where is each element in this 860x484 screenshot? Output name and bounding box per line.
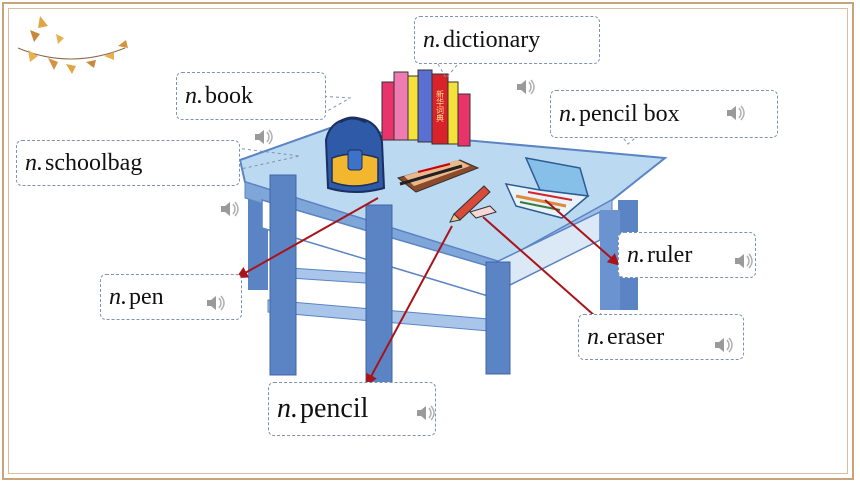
- speaker-icon-dictionary[interactable]: [514, 76, 536, 98]
- word-card-pencil[interactable]: n. pencil: [268, 382, 436, 436]
- part-of-speech: n.: [423, 27, 441, 53]
- speaker-icon-eraser[interactable]: [712, 334, 734, 356]
- word-text: schoolbag: [45, 150, 143, 176]
- word-text: dictionary: [443, 27, 541, 53]
- part-of-speech: n.: [587, 324, 605, 350]
- word-card-ruler[interactable]: n. ruler: [618, 232, 756, 278]
- dictionary-spine-text: 新华词典: [436, 89, 445, 123]
- speaker-icon-pen[interactable]: [204, 292, 226, 314]
- pen-case: [396, 159, 480, 193]
- part-of-speech: n.: [185, 83, 203, 109]
- pointer-arrows: [235, 197, 620, 387]
- bunting-decoration: [17, 16, 128, 74]
- books: 新华词典: [381, 69, 471, 147]
- part-of-speech: n.: [627, 242, 645, 268]
- speaker-icon-pencil[interactable]: [414, 402, 436, 424]
- word-text: book: [205, 83, 253, 109]
- speaker-icon-ruler[interactable]: [732, 250, 754, 272]
- word-card-schoolbag[interactable]: n. schoolbag: [16, 140, 240, 186]
- part-of-speech: n.: [277, 393, 298, 424]
- word-text: pencil box: [579, 101, 680, 127]
- word-card-pencil-box[interactable]: n. pencil box: [550, 90, 778, 138]
- word-text: pencil: [300, 393, 369, 424]
- speaker-icon-book[interactable]: [252, 126, 274, 148]
- word-card-eraser[interactable]: n. eraser: [578, 314, 744, 360]
- word-text: pen: [129, 284, 164, 310]
- word-card-pen[interactable]: n. pen: [100, 274, 242, 320]
- desk: [238, 126, 668, 386]
- part-of-speech: n.: [109, 284, 127, 310]
- speaker-icon-schoolbag[interactable]: [218, 198, 240, 220]
- schoolbag: [324, 116, 386, 193]
- pencil: [449, 185, 491, 223]
- speaker-icon-pencil-box[interactable]: [724, 102, 746, 124]
- word-text: eraser: [607, 324, 665, 350]
- part-of-speech: n.: [25, 150, 43, 176]
- slide-frame-outer: [2, 2, 854, 480]
- word-card-book[interactable]: n. book: [176, 72, 326, 120]
- word-text: ruler: [647, 242, 693, 268]
- part-of-speech: n.: [559, 101, 577, 127]
- callout-tails: [235, 63, 641, 171]
- slide-frame-inner: [8, 8, 848, 474]
- eraser: [469, 205, 497, 219]
- word-card-dictionary[interactable]: n. dictionary: [414, 16, 600, 64]
